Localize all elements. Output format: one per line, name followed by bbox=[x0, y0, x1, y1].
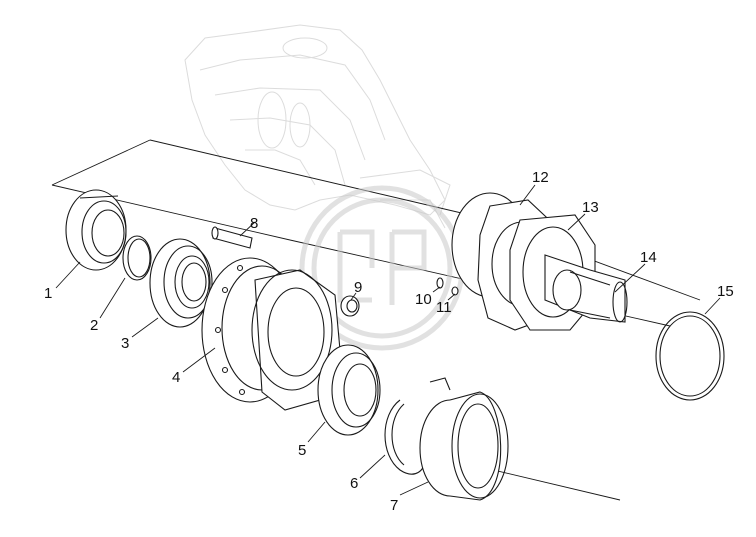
part-6-snap-ring bbox=[384, 399, 426, 475]
callout-2: 2 bbox=[90, 317, 98, 334]
part-9-nut bbox=[340, 295, 360, 317]
callout-3: 3 bbox=[121, 335, 129, 352]
callout-15: 15 bbox=[717, 283, 734, 300]
callout-10: 10 bbox=[415, 291, 432, 308]
callout-labels: 1 2 3 4 5 6 7 8 9 10 11 12 13 14 15 bbox=[44, 169, 734, 514]
part-7-ring-gear bbox=[419, 377, 509, 501]
callout-8: 8 bbox=[250, 215, 258, 232]
part-1-seal bbox=[65, 189, 127, 271]
callout-13: 13 bbox=[582, 199, 599, 216]
callout-4: 4 bbox=[172, 369, 180, 386]
watermark-logo bbox=[299, 185, 465, 351]
callout-6: 6 bbox=[350, 475, 358, 492]
part-11-washer bbox=[451, 286, 459, 296]
part-4-hub bbox=[201, 257, 341, 411]
part-2-oring bbox=[122, 235, 152, 281]
part-14-shaft bbox=[544, 254, 628, 323]
axle-housing-ghost bbox=[184, 24, 451, 229]
leader-lines bbox=[55, 184, 721, 496]
callout-12: 12 bbox=[532, 169, 549, 186]
callout-11: 11 bbox=[436, 299, 452, 316]
part-3-bearing bbox=[149, 238, 213, 328]
part-5-bearing bbox=[317, 344, 381, 436]
callout-9: 9 bbox=[354, 279, 362, 296]
part-10-small-bolt bbox=[436, 277, 444, 289]
callout-5: 5 bbox=[298, 442, 306, 459]
part-8-stud bbox=[211, 226, 253, 249]
callout-7: 7 bbox=[390, 497, 398, 514]
callout-14: 14 bbox=[640, 249, 657, 266]
callout-1: 1 bbox=[44, 285, 52, 302]
part-15-oring bbox=[655, 311, 725, 401]
